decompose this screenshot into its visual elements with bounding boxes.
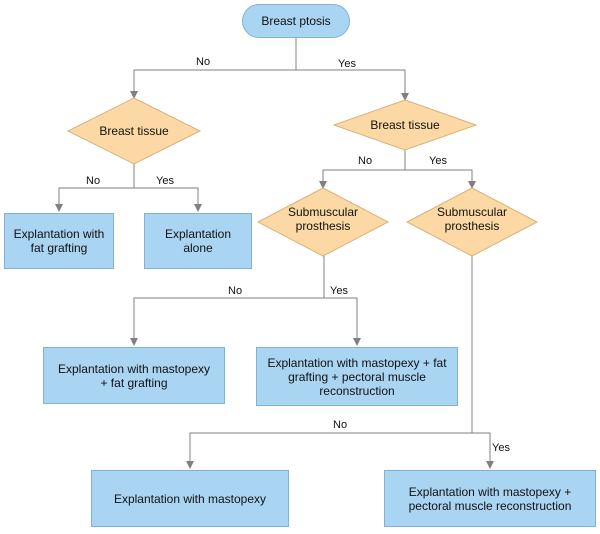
decision-diamond-breast-tissue-left [66, 97, 202, 165]
edge-left-tissue-yes [134, 187, 202, 212]
edge-right-tissue-no [319, 169, 405, 189]
decision-diamond-breast-tissue-right [332, 99, 478, 151]
edge-label-left-tissue-no: No [86, 175, 101, 187]
outcome-label: Explantation with mastopexy + fat grafti… [57, 361, 211, 390]
edge-label-right-tissue-no: No [358, 155, 373, 167]
edge-label-left-sub-no: No [228, 285, 243, 297]
outcome-label: Explantation with mastopexy [113, 491, 267, 506]
outcome-explantation-fat-grafting: Explantation with fat grafting [4, 213, 114, 269]
start-node-breast-ptosis: Breast ptosis [242, 4, 350, 38]
edge-ptosis-no [130, 69, 296, 99]
outcome-label: Explantation with mastopexy + fat grafti… [267, 355, 447, 398]
edge-left-sub-no [130, 297, 324, 346]
edge-ptosis-yes [296, 69, 409, 101]
edge-label-right-sub-yes: Yes [492, 442, 510, 454]
edge-label-right-tissue-yes: Yes [429, 155, 447, 167]
outcome-label: Explantation with mastopexy + pectoral m… [408, 484, 572, 513]
start-node-label: Breast ptosis [261, 14, 331, 28]
edge-label-left-tissue-yes: Yes [156, 175, 174, 187]
edge-right-sub-no [186, 432, 472, 469]
edge-label-right-sub-no: No [333, 419, 348, 431]
edge-left-tissue-no [55, 187, 134, 212]
outcome-mastopexy: Explantation with mastopexy [91, 470, 289, 527]
edge-label-ptosis-no: No [196, 56, 211, 68]
edge-label-ptosis-yes: Yes [338, 58, 356, 70]
edge-label-left-sub-yes: Yes [330, 285, 348, 297]
outcome-explantation-alone: Explantation alone [144, 213, 252, 269]
edge-right-tissue-yes [405, 169, 476, 189]
outcome-mastopexy-fat-grafting: Explantation with mastopexy + fat grafti… [43, 347, 225, 404]
outcome-label: Explantation alone [164, 227, 232, 255]
edge-right-sub-yes [472, 432, 494, 469]
outcome-mastopexy-pectoral: Explantation with mastopexy + pectoral m… [384, 470, 596, 527]
edge-left-sub-yes [324, 297, 361, 346]
outcome-label: Explantation with fat grafting [13, 227, 105, 255]
outcome-mastopexy-fat-grafting-pectoral: Explantation with mastopexy + fat grafti… [256, 347, 458, 406]
decision-diamond-submuscular-right [405, 187, 539, 257]
decision-diamond-submuscular-left [256, 187, 390, 257]
